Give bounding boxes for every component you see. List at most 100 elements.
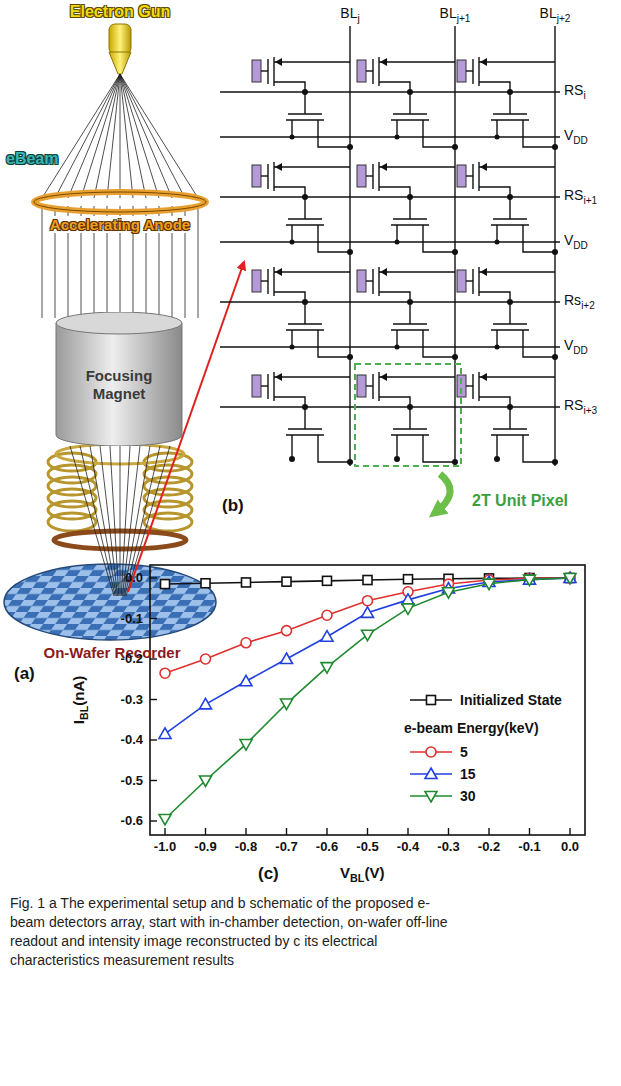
junction-dot <box>290 240 295 245</box>
beam-ray <box>94 74 120 198</box>
unit-pixel-arrow <box>436 474 450 512</box>
beam-ray <box>81 74 120 198</box>
gate <box>267 59 268 84</box>
gate <box>472 374 473 399</box>
junction-dot <box>394 456 400 462</box>
data-marker <box>321 663 333 674</box>
data-marker <box>200 776 212 787</box>
recorder-label: On-Wafer Recorder <box>44 644 181 661</box>
two-transistor-pixel <box>357 57 458 150</box>
x-tick <box>448 828 449 835</box>
subscript: BL <box>78 706 90 720</box>
junction-dot <box>507 404 513 410</box>
wire <box>274 61 350 62</box>
coil-winding <box>48 513 96 531</box>
legend-entry: Initialized State <box>460 692 562 708</box>
two-transistor-pixel <box>252 372 353 465</box>
y-tick-label: -0.2 <box>121 652 143 667</box>
node-text-wrap: Focusing Magnet <box>63 367 175 403</box>
x-tick-label: -0.2 <box>478 840 500 855</box>
wire <box>291 225 292 242</box>
junction-dot <box>347 459 353 465</box>
data-marker <box>282 626 292 636</box>
x-tick-label: -0.4 <box>397 840 419 855</box>
wire <box>274 397 305 429</box>
sensing-pad <box>252 165 261 187</box>
gun-label: Electron Gun <box>70 3 170 21</box>
wire <box>523 120 555 147</box>
sensing-pad <box>357 270 366 292</box>
y-tick <box>150 699 157 700</box>
beam-ray <box>125 446 160 596</box>
wire <box>366 175 373 176</box>
junction-dot <box>552 354 558 360</box>
subscript: i+3 <box>583 405 597 416</box>
wire <box>523 435 555 462</box>
panel-letter: (c) <box>258 864 279 883</box>
y-tick-label: -0.6 <box>121 814 143 829</box>
subscript: j+1 <box>457 13 471 24</box>
wire <box>366 280 373 281</box>
wire <box>261 70 268 71</box>
row-select-label: RS <box>564 82 583 98</box>
wire <box>379 271 455 272</box>
data-marker <box>363 576 372 585</box>
wire <box>423 330 455 357</box>
wire <box>479 271 555 272</box>
data-marker <box>443 588 455 599</box>
arrowhead <box>480 268 487 276</box>
x-tick-label: 0.0 <box>561 840 579 855</box>
plot-frame <box>150 565 585 835</box>
wire <box>379 292 410 324</box>
cylinder-top <box>56 312 182 334</box>
junction-dot <box>552 459 558 465</box>
sensing-pad <box>252 60 261 82</box>
beam-ray <box>55 74 120 198</box>
data-marker <box>425 768 437 779</box>
junction-dot <box>290 345 295 350</box>
junction-dot <box>407 299 413 305</box>
arrowhead <box>380 373 387 381</box>
wire <box>318 435 350 462</box>
unit-pixel-label: 2T Unit Pixel <box>472 492 568 509</box>
sensing-pad <box>357 60 366 82</box>
wire <box>479 292 510 324</box>
y-tick <box>150 820 157 821</box>
data-marker <box>321 631 333 642</box>
beam-ray <box>107 74 120 198</box>
wire <box>396 330 397 347</box>
gate <box>472 269 473 294</box>
legend-heading: e-beam Energy(keV) <box>404 720 539 736</box>
x-tick-label: -0.7 <box>275 840 297 855</box>
junction-dot <box>452 354 458 360</box>
gate <box>493 428 527 429</box>
row-select-label: RSi+3 <box>564 397 597 416</box>
beam-ray <box>110 446 119 596</box>
junction-dot <box>302 299 308 305</box>
caption-text: Fig. 1 a The experimental setup and b sc… <box>10 895 448 968</box>
two-transistor-pixel <box>357 162 458 255</box>
subscript: i+2 <box>581 300 595 311</box>
wire <box>496 435 497 459</box>
x-tick-label: -0.5 <box>356 840 378 855</box>
junction-dot <box>395 345 400 350</box>
arrowhead <box>275 58 282 66</box>
wire <box>379 82 410 114</box>
wire <box>496 330 497 347</box>
x-tick-label: -0.5 <box>356 839 378 854</box>
data-marker <box>362 607 374 618</box>
x-tick-label: -0.8 <box>235 840 257 855</box>
beam-ray <box>70 446 114 596</box>
data-curve <box>165 578 570 819</box>
y-tick-label: -0.3 <box>121 692 143 707</box>
x-tick-label: -0.3 <box>437 840 459 855</box>
data-marker <box>402 604 414 615</box>
wire <box>423 435 455 462</box>
bit-line-label: BLj <box>340 5 359 24</box>
gate <box>372 59 373 84</box>
gate <box>393 218 427 219</box>
beam-ray <box>124 446 150 596</box>
beam-ray <box>80 446 115 596</box>
beam-ray <box>120 74 172 198</box>
legend-text: 30 <box>460 788 476 804</box>
